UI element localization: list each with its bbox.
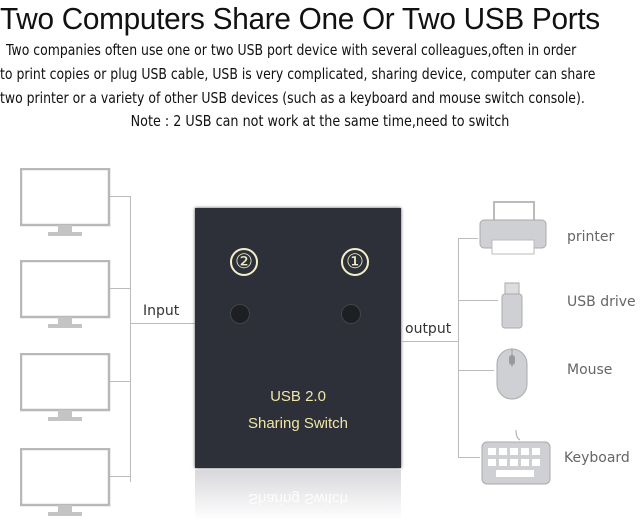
switch-name: Sharing Switch bbox=[247, 415, 349, 432]
device-label-printer: printer bbox=[567, 229, 615, 245]
computer-monitor-icon bbox=[20, 168, 111, 236]
reflection-text: Sharing Switch bbox=[247, 490, 349, 507]
keyboard-icon bbox=[481, 429, 551, 485]
switch-model: USB 2.0 bbox=[270, 388, 326, 405]
usb-sharing-switch: ② ① USB 2.0 Sharing Switch bbox=[195, 208, 401, 468]
note: Note : 2 USB can not work at the same ti… bbox=[130, 112, 510, 130]
description-line: to print copies or plug USB cable, USB i… bbox=[0, 65, 596, 83]
input-bracket bbox=[130, 196, 131, 482]
computer-connector bbox=[110, 196, 130, 197]
usb-drive-icon bbox=[501, 282, 523, 329]
printer-icon bbox=[479, 201, 547, 255]
computer-monitor-icon bbox=[20, 448, 111, 516]
computer-connector bbox=[110, 381, 130, 382]
device-label-keyboard: Keyboard bbox=[564, 450, 630, 466]
switch-reflection: Sharing Switch bbox=[195, 470, 401, 520]
port-1-indicator: ① bbox=[341, 248, 369, 276]
output-label: output bbox=[405, 321, 452, 337]
page-title: Two Computers Share One Or Two USB Ports bbox=[0, 1, 600, 36]
device-label-usb-drive: USB drive bbox=[567, 294, 636, 310]
description-line: Two companies often use one or two USB p… bbox=[6, 41, 577, 59]
description-line: two printer or a variety of other USB de… bbox=[0, 89, 585, 107]
output-connector bbox=[401, 341, 458, 342]
computer-connector bbox=[110, 288, 130, 289]
computer-monitor-icon bbox=[20, 353, 111, 421]
output-bracket bbox=[458, 238, 459, 458]
switch-button-2[interactable] bbox=[230, 304, 250, 324]
device-label-mouse: Mouse bbox=[567, 362, 613, 378]
port-2-indicator: ② bbox=[230, 248, 258, 276]
mouse-icon bbox=[496, 348, 528, 400]
input-label: Input bbox=[143, 303, 180, 319]
input-connector bbox=[130, 323, 195, 324]
switch-button-1[interactable] bbox=[341, 304, 361, 324]
computer-connector bbox=[110, 476, 130, 477]
computer-monitor-icon bbox=[20, 260, 111, 328]
